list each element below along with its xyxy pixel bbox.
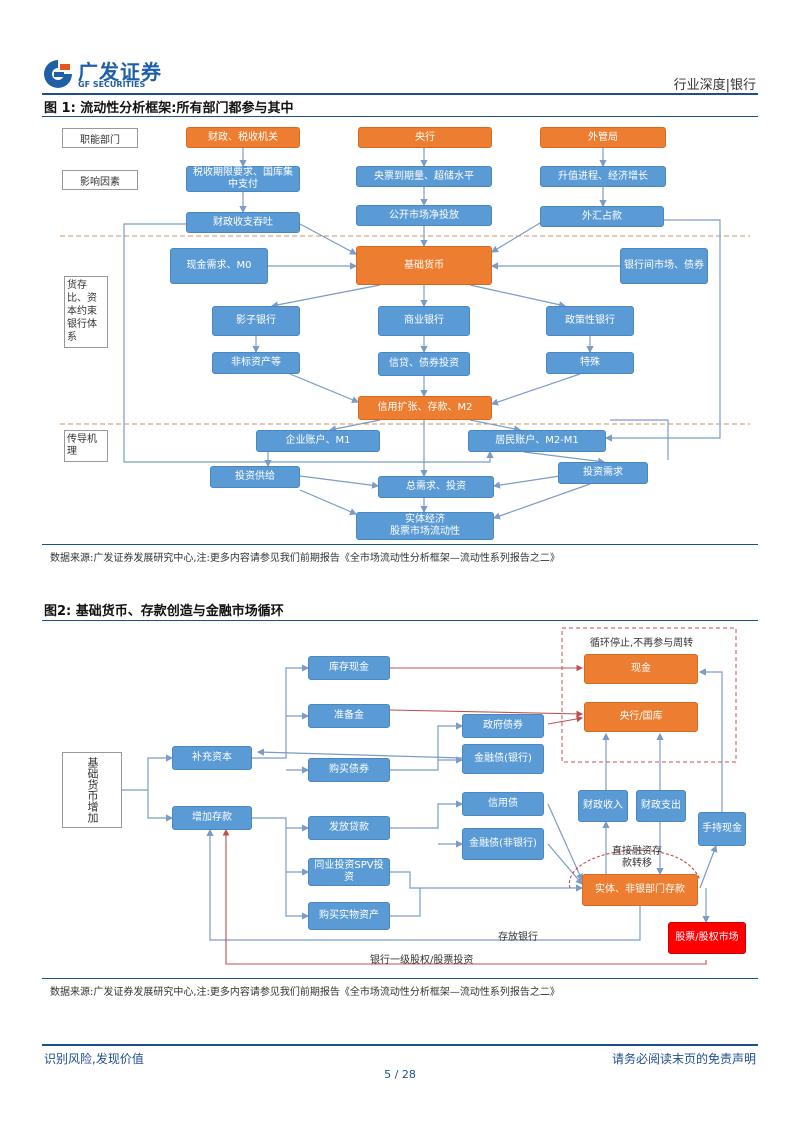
fig1-omo: 公开市场净投放: [356, 205, 492, 226]
footer-left: 识别风险,发现价值: [44, 1052, 144, 1066]
fig1-special: 特殊: [546, 352, 634, 374]
fig2-hold-cash: 手持现金: [698, 812, 746, 846]
logo-text-en: GF SECURITIES: [78, 80, 146, 89]
fig1-repo: 央票到期量、超储水平: [356, 166, 492, 187]
fig1-policy: 政策性银行: [546, 306, 634, 336]
header-rule: [42, 93, 758, 95]
fig1-inv-demand: 投资需求: [558, 462, 648, 484]
logo: 广发证券 GF SECURITIES: [42, 56, 182, 92]
fig2-caption: 图2: 基础货币、存款创造与金融市场循环: [44, 604, 284, 619]
fig1-fx: 外管局: [540, 127, 666, 148]
fig2-stock: 股票/股权市场: [668, 922, 746, 954]
fig1-bottom-rule: [42, 544, 758, 545]
fig1-shadow: 影子银行: [212, 306, 300, 336]
fig1-base: 基础货币: [356, 246, 492, 285]
fig1-connectors: [60, 148, 750, 520]
fig2-note-direct: 直接融资存款转移: [612, 846, 662, 869]
fig1-tax: 税收期限要求、国库集中支付: [186, 166, 300, 192]
fig2-note-deposit-bank: 存放银行: [498, 932, 538, 943]
fig1-inv-supply: 投资供给: [210, 466, 300, 488]
fig1-fiscal: 财政、税收机关: [186, 127, 300, 148]
fig1-label-dept: 职能部门: [62, 128, 138, 148]
logo-mark: [42, 58, 74, 90]
fig2-buy-real: 购买实物资产: [308, 902, 390, 930]
fig1-top-rule: [42, 116, 758, 117]
logo-text-cn: 广发证券: [78, 60, 162, 84]
fig1-cash: 现金需求、M0: [170, 248, 268, 284]
fig2-source: 数据来源:广发证券发展研究中心,注:更多内容请参见我们前期报告《全市场流动性分析…: [50, 987, 560, 998]
fig1-label-mechanism: 传导机理: [64, 430, 108, 462]
fig2-buy-bonds: 购买债券: [308, 758, 390, 782]
fig2-credit-bond: 信用债: [462, 792, 544, 816]
fig2-deposits: 实体、非银部门存款: [582, 874, 698, 906]
fig2-loans: 发放贷款: [308, 816, 390, 840]
fig2-deposit-inc: 增加存款: [172, 806, 252, 830]
fig1-real: 实体经济 股票市场流动性: [356, 512, 494, 540]
fig2-note-bank-equity: 银行一级股权/股票投资: [370, 955, 474, 966]
footer-right: 请务必阅读末页的免责声明: [611, 1052, 756, 1066]
fig1-fiscal-flow: 财政收支吞吐: [186, 212, 300, 233]
page-number: 5 / 28: [384, 1068, 416, 1081]
fig1-demand: 总需求、投资: [378, 476, 494, 498]
fig1-commercial: 商业银行: [378, 306, 470, 336]
fig1-label-bank: 货存比、资本约束银行体系: [64, 276, 108, 348]
fig1-fx-reserve: 外汇占款: [540, 206, 664, 227]
fig1-nonstandard: 非标资产等: [212, 352, 300, 374]
fig2-cash: 现金: [584, 654, 698, 684]
fig2-top-rule: [42, 620, 758, 621]
fig1-credit: 信贷、债券投资: [378, 352, 470, 376]
fig1-expand: 信用扩张、存款、M2: [358, 396, 492, 420]
fig2-spv: 同业投资SPV投资: [308, 858, 390, 886]
fig1-corp: 企业账户、M1: [256, 430, 380, 452]
fig2-gov-bond: 政府债券: [462, 714, 544, 738]
fig2-capital: 补充资本: [172, 746, 252, 770]
fig2-base-inc: 基础货币增加: [62, 752, 122, 828]
fig2-fin-bond-bank: 金融债(银行): [462, 744, 544, 774]
fig1-resident: 居民账户、M2-M1: [468, 430, 606, 452]
fig1-interbank: 银行间市场、债券: [620, 248, 708, 284]
fig1-central: 央行: [358, 127, 492, 148]
footer-rule: [42, 1044, 758, 1046]
fig2-fin-bond-nonbank: 金融债(非银行): [462, 828, 544, 860]
fig2-fiscal-in: 财政收入: [578, 790, 628, 822]
fig2-dashed-note: 循环停止,不再参与周转: [590, 638, 694, 649]
fig1-rmb: 升值进程、经济增长: [540, 166, 666, 187]
fig2-bottom-rule: [42, 978, 758, 979]
fig1-source: 数据来源:广发证券发展研究中心,注:更多内容请参见我们前期报告《全市场流动性分析…: [50, 553, 560, 564]
fig2-fiscal-out: 财政支出: [636, 790, 686, 822]
fig2-reserve: 准备金: [308, 704, 390, 728]
fig2-treasury: 央行/国库: [584, 702, 698, 732]
fig1-label-factor: 影响因素: [62, 170, 138, 190]
header-right-label: 行业深度|银行: [673, 78, 756, 93]
fig1-caption: 图 1: 流动性分析框架:所有部门都参与其中: [44, 101, 294, 116]
fig2-vault: 库存现金: [308, 656, 390, 680]
